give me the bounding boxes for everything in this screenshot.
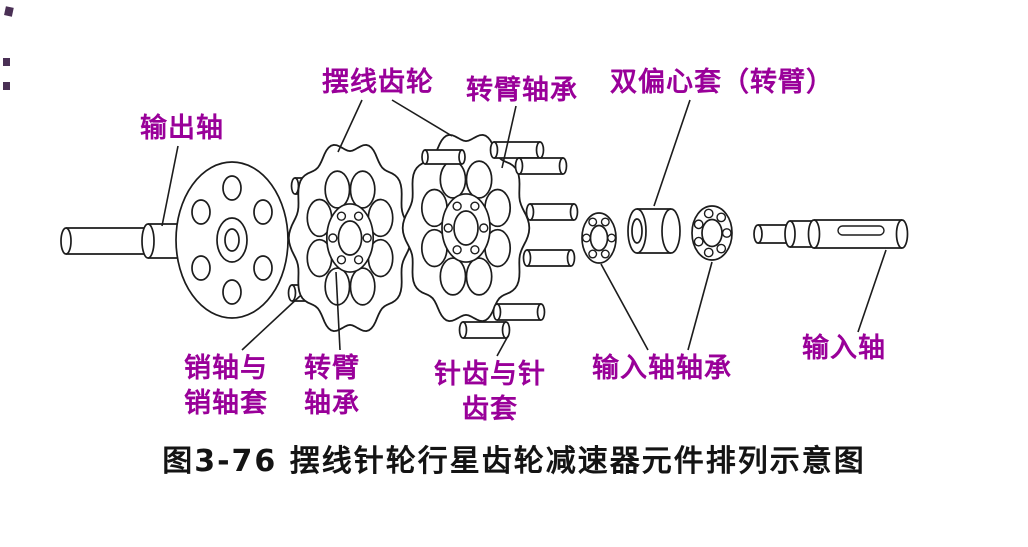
label-crank-arm-bearing-bottom: 转臂 轴承 xyxy=(304,353,360,419)
figure-caption: 图3-76 摆线针轮行星齿轮减速器元件排列示意图 xyxy=(162,444,866,479)
output-shaft-drawing xyxy=(60,223,197,259)
input-shaft-drawing xyxy=(753,219,909,249)
label-input-shaft: 输入轴 xyxy=(802,333,886,364)
pin-teeth-drawing xyxy=(421,141,579,339)
input-bearing-right-drawing xyxy=(691,205,733,261)
leader-lines xyxy=(161,99,887,357)
edge-artifacts xyxy=(3,6,14,90)
label-pin-teeth-and-sleeve: 针齿与针 齿套 xyxy=(434,359,546,425)
label-crank-arm-bearing-top: 转臂轴承 xyxy=(466,75,578,106)
cycloid-gear-1-drawing xyxy=(287,143,413,333)
input-bearing-left-drawing xyxy=(581,212,617,264)
output-flange-drawing xyxy=(175,161,289,319)
label-pin-shaft-and-sleeve: 销轴与 销轴套 xyxy=(184,353,268,419)
eccentric-sleeve-drawing xyxy=(627,208,681,254)
cycloid-gear-2-drawing xyxy=(401,133,531,323)
label-output-shaft: 输出轴 xyxy=(140,113,224,144)
label-double-eccentric-sleeve: 双偏心套（转臂） xyxy=(610,67,834,98)
label-input-shaft-bearing: 输入轴轴承 xyxy=(592,353,732,384)
label-cycloid-gear: 摆线齿轮 xyxy=(322,67,434,98)
